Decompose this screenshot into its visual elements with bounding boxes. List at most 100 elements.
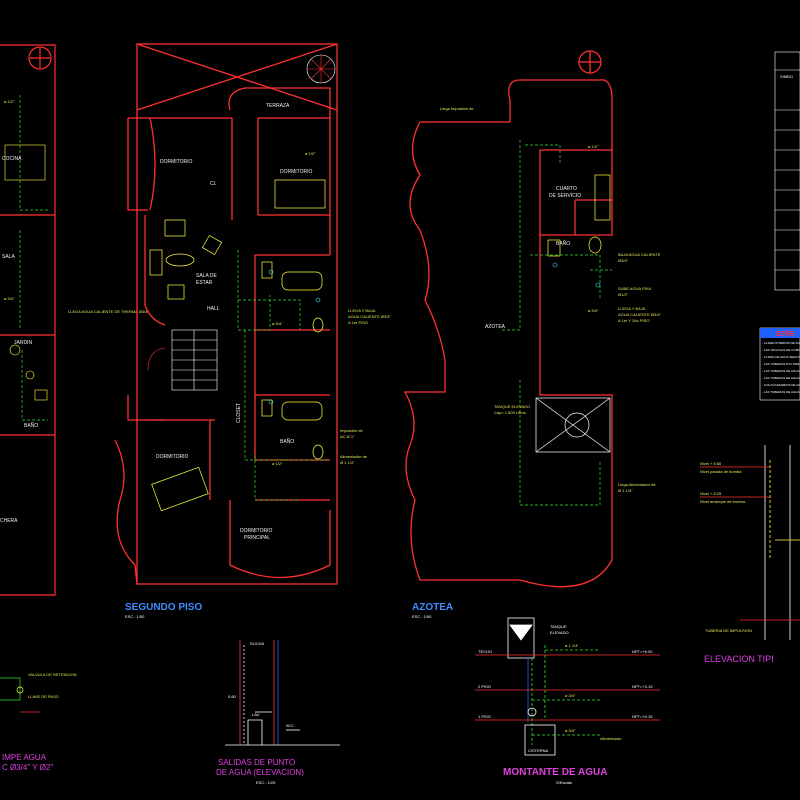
- segundo-piso-walls: [114, 43, 338, 585]
- note-valvula: VALVULA DE RETENCION: [28, 672, 77, 677]
- note-llega-baja: AGUA CALIENTE Ø3/4": [618, 312, 662, 317]
- dimension-label: ø 1/2": [305, 151, 316, 156]
- room-label-hall: HALL: [207, 306, 220, 312]
- drawing-scale: S/Escala: [556, 780, 573, 785]
- note-llega-baja: A 1er Y 2do PISO: [618, 318, 649, 323]
- spec-line: - LAS TUBERIAS DE AGUA CALIENTE ...: [762, 376, 800, 380]
- salidas-title: DE AGUA (ELEVACION): [216, 768, 304, 777]
- room-label-closet: CL: [210, 181, 217, 187]
- room-label-dormitorio: DORMITORIO: [160, 159, 193, 165]
- legend-header: SIMBO: [780, 74, 793, 79]
- note-llega-baja: LLEGA Y BAJA: [618, 306, 646, 311]
- note-llega-baja: LLEGA Y BAJA: [348, 308, 376, 313]
- note-baja-caliente: Ø3/4": [618, 258, 629, 263]
- spec-title: ESPE: [776, 331, 795, 338]
- spec-box: [759, 327, 800, 401]
- montante-dim: ø 3/4": [565, 728, 576, 733]
- spec-line: - LA RED INTERIOR DE AGUA ...: [762, 341, 800, 345]
- left-plan-furniture: [4, 144, 48, 401]
- dimension-label: ø 1/2": [588, 144, 599, 149]
- elevacion-level: Nivel + 8.25: [700, 491, 722, 496]
- elevacion-title: ELEVACION TIPI: [704, 654, 774, 664]
- note-llega-alimentador: Ø 1 1/4": [618, 488, 633, 493]
- room-label-bano: BAÑO: [556, 240, 570, 247]
- note-impulsion: Impulsión de: [340, 428, 363, 433]
- bombeo-title: C Ø3/4" Y Ø2": [2, 763, 53, 772]
- drawing-title-azotea: AZOTEA: [412, 602, 453, 613]
- montante-level-1piso: 1 PISO: [478, 714, 491, 719]
- tank-capacity: Cap= 1,600 Litros: [494, 410, 526, 415]
- room-label-bano: BAÑO: [280, 438, 294, 445]
- drawing-scale: ESC.: 1/50: [125, 614, 145, 619]
- note-therma: LLEGA AGUA CALIENTE DE THERMA Ø3/4": [68, 309, 150, 314]
- elevacion-tubo: TUBERIA DE IMPULSION: [705, 628, 752, 633]
- azotea-walls: [403, 50, 613, 588]
- bombeo-title: IMPE AGUA: [2, 753, 47, 762]
- left-bottom-detail: [0, 677, 40, 713]
- drawing-scale: ESC.: 1/25: [256, 780, 276, 785]
- room-label-dormitorio: DORMITORIO: [156, 454, 189, 460]
- note-llega-baja: A 1er PISO: [348, 320, 368, 325]
- segundo-piso-stair: [147, 54, 336, 391]
- note-llave: LLAVE DE PASO: [28, 694, 59, 699]
- montante-level-techo: TECHO: [478, 649, 492, 654]
- spec-line: - LAS VALVULAS DE COMPUERTA ...: [762, 348, 800, 352]
- room-label-closet: CLOSET: [236, 403, 242, 423]
- room-label-cuarto: CUARTO: [556, 186, 577, 192]
- montante-npt: NPT=+0.15: [632, 714, 653, 719]
- room-label-azotea: AZOTEA: [485, 324, 506, 330]
- segundo-piso-cold: [268, 269, 321, 405]
- note-sube-fria: SUBE AGUA FRIA: [618, 286, 651, 291]
- spec-line: - LAS TUBERIAS DE AGUA FRIA ...: [762, 369, 800, 373]
- salidas-title: SALIDAS DE PUNTO: [218, 758, 295, 767]
- room-label-terraza: TERRAZA: [266, 103, 290, 109]
- room-label-bano: BAÑO: [24, 422, 38, 429]
- salidas-label-level: 0.60: [228, 694, 237, 699]
- room-label-principal: PRINCIPAL: [244, 535, 270, 541]
- note-llega-impulsion: Llega Impulsión de: [440, 106, 474, 111]
- dimension-label: ø 3/4": [272, 321, 283, 326]
- dimension-label: ø 1/2": [4, 99, 15, 104]
- azotea-tank: [535, 397, 611, 453]
- room-label-cuarto: DE SERVICIO: [549, 193, 581, 199]
- note-alimentador: Alimentador de: [340, 454, 368, 459]
- dimension-label: ø 1/2": [272, 461, 283, 466]
- montante-cisterna: CISTERNA: [528, 748, 549, 753]
- azotea-furniture: [547, 174, 611, 257]
- elevacion-diagram: [700, 445, 800, 640]
- salidas-label-lav: LAV.: [252, 712, 260, 717]
- symbol-legend-table: [774, 51, 800, 291]
- spec-line: - LOS ACCESORIOS DE AGUA ...: [762, 383, 800, 387]
- left-floor-plan: [0, 44, 56, 596]
- montante-title: MONTANTE DE AGUA: [503, 767, 607, 778]
- spec-line: - LAS TUBERIAS PVC PRESION ...: [762, 362, 800, 366]
- drawing-scale: ESC.: 1/50: [412, 614, 432, 619]
- elevacion-level: Nivel arranque de bomba: [700, 499, 746, 504]
- room-label-dormitorio: DORMITORIO: [280, 169, 313, 175]
- spec-lines: - LA RED INTERIOR DE AGUA ... - LAS VALVU…: [762, 341, 800, 394]
- segundo-piso-furniture: [149, 179, 326, 512]
- room-label-cocina: COCINA: [2, 156, 22, 162]
- montante-tank-label: ELEVADO: [550, 630, 569, 635]
- note-baja-caliente: BAJA AGUA CALIENTE: [618, 252, 661, 257]
- salidas-elevation: [225, 640, 340, 746]
- spec-line: - LA RED DE AGUA SERA PROBADA ...: [762, 355, 800, 359]
- room-label-principal: DORMITORIO: [240, 528, 273, 534]
- dimension-label: ø 3/4": [588, 308, 599, 313]
- elevacion-level: Nivel + 8.60: [700, 461, 722, 466]
- salidas-label-ducha: DUCHA: [250, 641, 265, 646]
- note-llega-baja: AGUA CALIENTE Ø3/4": [348, 314, 392, 319]
- note-llega-alimentador: Llega Alimentador de: [618, 482, 656, 487]
- azotea-cold: [552, 262, 601, 288]
- tank-label: TANQUE ELEVADO: [494, 404, 530, 409]
- montante-npt: NPT=+3.15: [632, 684, 653, 689]
- montante-dim: ø 3/4": [565, 693, 576, 698]
- montante-diagram: [475, 617, 660, 756]
- room-label-jardin: JARDIN: [14, 340, 32, 346]
- elevacion-level: Nivel parada de bomba: [700, 469, 742, 474]
- montante-level-2piso: 2 PISO: [478, 684, 491, 689]
- dimension-label: ø 3/4": [4, 296, 15, 301]
- room-label-sala: SALA: [2, 254, 15, 260]
- montante-tank-label: TANQUE: [550, 624, 567, 629]
